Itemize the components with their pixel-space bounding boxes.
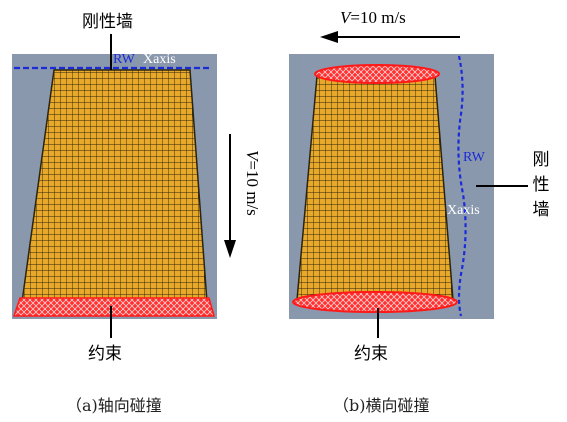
right-mesh-svg [292,55,467,317]
right-top-constraint-ring [314,64,440,84]
left-velocity-text: V=10 m/s [242,150,262,250]
right-side-char-3: 墙 [532,200,550,220]
right-side-char-1: 刚 [532,150,550,170]
left-top-leader-line [110,34,112,70]
left-frustum-mesh [21,69,208,303]
left-rw-label: RW [113,52,135,67]
right-side-char-2: 性 [532,175,550,195]
left-rigid-wall-label: 刚性墙 [82,12,133,32]
left-velocity-arrow [223,134,237,260]
left-velocity-var: V [243,150,262,161]
right-bottom-constraint-ring [292,291,458,313]
right-velocity-value: =10 m/s [350,8,406,27]
right-bottom-leader-line [377,308,379,338]
right-velocity-var: V [340,8,351,27]
right-velocity-text: V=10 m/s [340,8,406,28]
left-velocity-value: =10 m/s [243,160,262,216]
right-rigid-wall-label: 刚 性 墙 [531,148,551,223]
right-xaxis-label: Xaxis [447,203,480,218]
left-constraint-band [12,297,215,317]
left-caption: （a)轴向碰撞 [66,396,162,415]
left-xaxis-label: Xaxis [143,52,176,67]
left-mesh-svg [12,66,215,317]
right-rw-label: RW [463,150,485,165]
left-bottom-leader-line [110,306,112,338]
right-constraint-label: 约束 [354,344,388,364]
left-constraint-label: 约束 [88,344,122,364]
right-rigid-wall-line [457,55,467,317]
right-frustum-mesh [296,75,454,301]
right-velocity-arrow [320,30,460,44]
right-caption: （b)横向碰撞 [333,396,430,415]
right-side-leader-line [476,185,528,187]
